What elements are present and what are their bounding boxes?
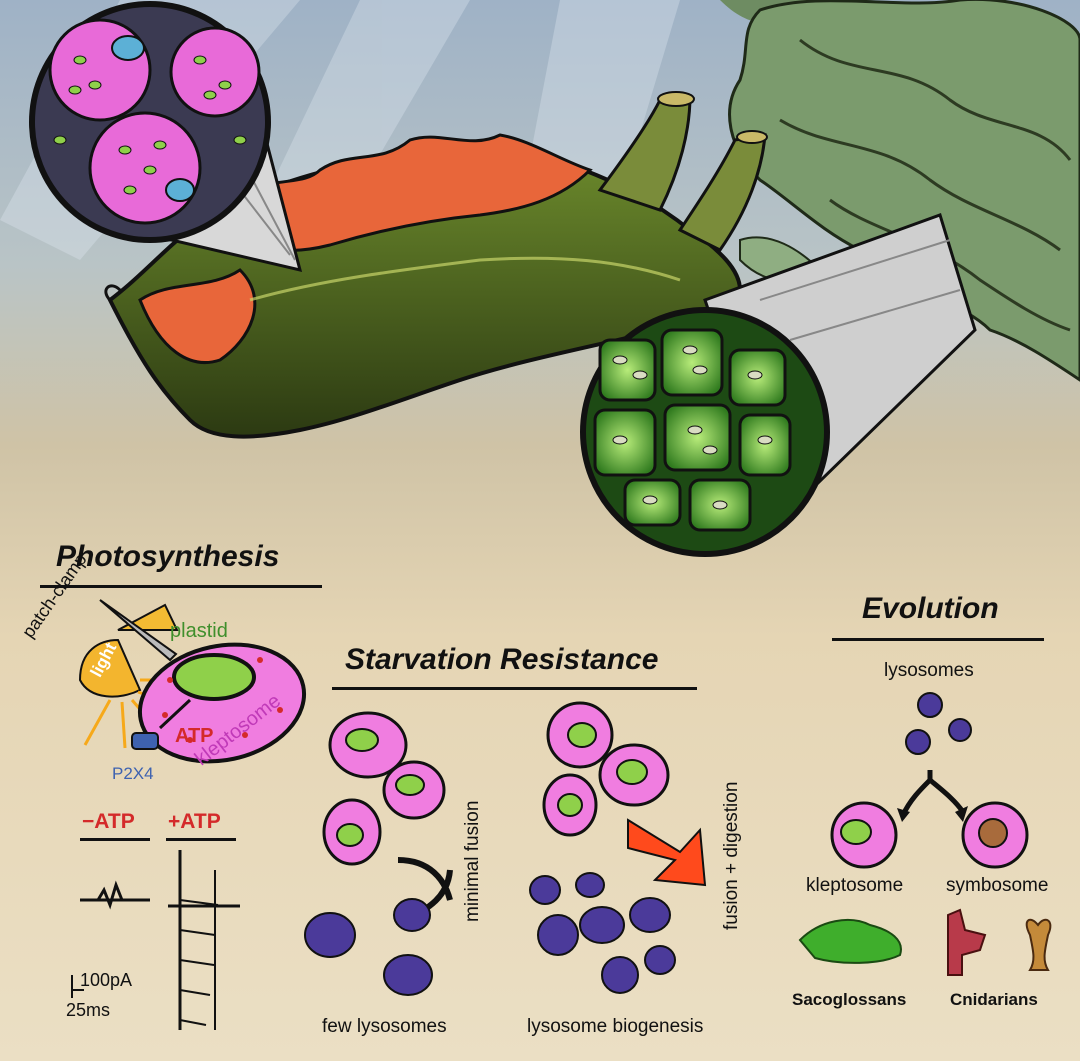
p2x4-label: P2X4 xyxy=(112,764,154,783)
magnifier-cone xyxy=(580,213,977,557)
evolution-title: Evolution xyxy=(862,592,999,625)
symbosome-label: symbosome xyxy=(946,875,1049,896)
starvation-rule xyxy=(332,687,697,690)
photosynthesis-rule xyxy=(40,585,322,588)
scale-current-label: 100pA xyxy=(80,970,133,990)
lysosomes-label: lysosomes xyxy=(884,660,974,681)
algae-illustration xyxy=(720,0,1080,382)
evo-kleptosome-label: kleptosome xyxy=(806,875,904,896)
lysosome-biogenesis-label: lysosome biogenesis xyxy=(527,1016,704,1037)
starvation-diagram xyxy=(304,701,707,996)
plastid-label: plastid xyxy=(170,620,228,642)
photosynthesis-title: Photosynthesis xyxy=(56,540,280,573)
fusion-digestion-label: fusion + digestion xyxy=(721,781,742,930)
plus-atp-rule xyxy=(166,838,236,841)
evolution-diagram xyxy=(798,692,1052,976)
minus-atp-label: −ATP xyxy=(82,810,135,833)
starvation-title: Starvation Resistance xyxy=(345,643,659,676)
magnifier-cone xyxy=(29,1,303,273)
photosynthesis-diagram xyxy=(71,599,307,1030)
evolution-rule xyxy=(832,638,1044,641)
arrow-icon xyxy=(627,818,707,887)
atp-label: ATP xyxy=(175,725,214,747)
minimal-fusion-label: minimal fusion xyxy=(462,800,483,922)
cnidarians-label: Cnidarians xyxy=(950,990,1038,1009)
plus-atp-label: +ATP xyxy=(168,810,221,833)
few-lysosomes-label: few lysosomes xyxy=(322,1016,447,1037)
sacoglossans-label: Sacoglossans xyxy=(792,990,907,1009)
scale-time-label: 25ms xyxy=(66,1000,111,1020)
minus-atp-rule xyxy=(80,838,150,841)
